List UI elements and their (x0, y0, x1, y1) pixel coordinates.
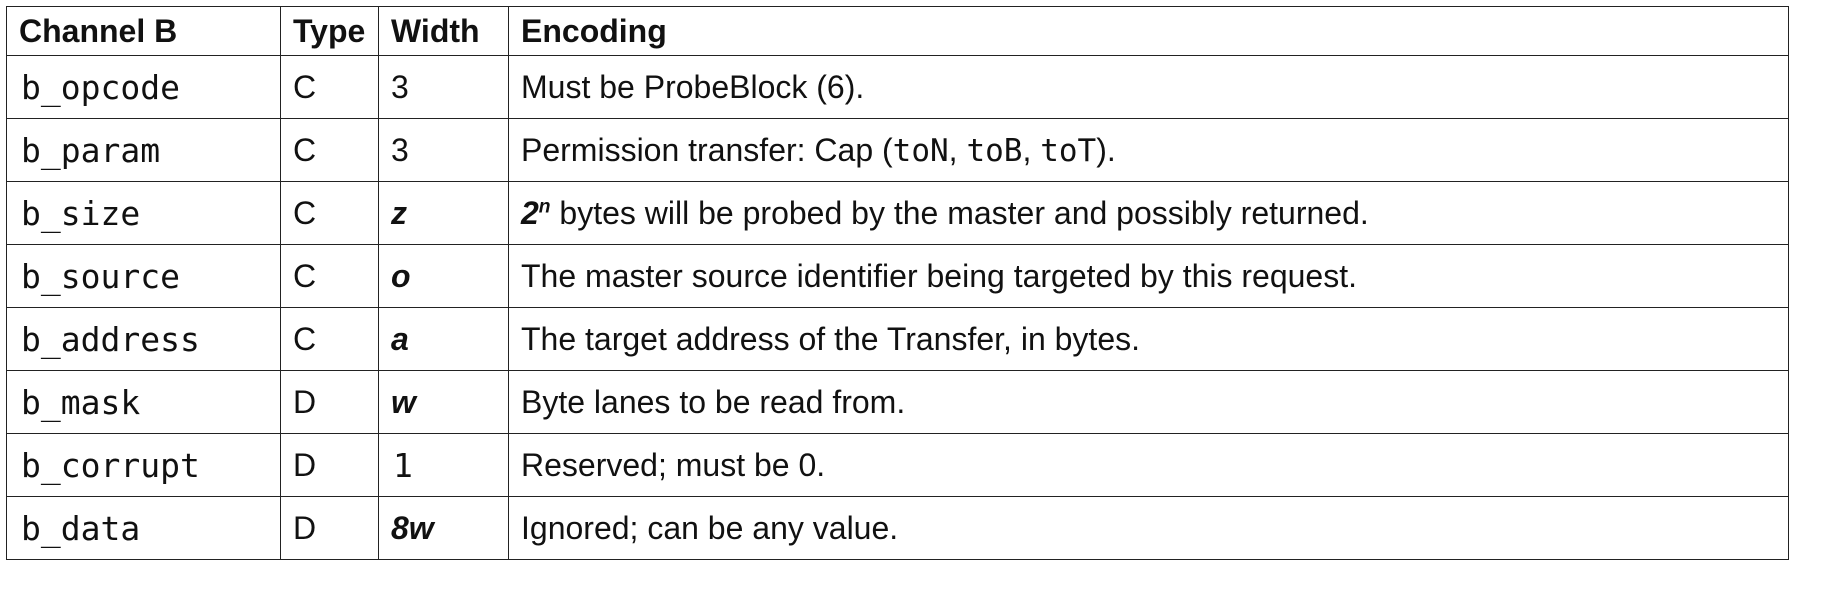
type-cell: D (280, 496, 379, 560)
header-encoding: Encoding (508, 6, 1789, 56)
signal-cell: b_data (6, 496, 281, 560)
encoding-suffix: ). (1096, 131, 1116, 168)
power-exponent: n (538, 195, 551, 217)
signal-cell: b_source (6, 244, 281, 308)
table-row: b_address C a The target address of the … (6, 307, 1789, 371)
encoding-cell: Ignored; can be any value. (508, 496, 1789, 560)
type-cell: C (280, 307, 379, 371)
type-cell: C (280, 181, 379, 245)
width-cell: z (378, 181, 509, 245)
table-row: b_corrupt D 1 Reserved; must be 0. (6, 433, 1789, 497)
table-row: b_opcode C 3 Must be ProbeBlock (6). (6, 55, 1789, 119)
type-cell: D (280, 370, 379, 434)
signal-cell: b_size (6, 181, 281, 245)
header-signal: Channel B (6, 6, 281, 56)
encoding-cell: Must be ProbeBlock (6). (508, 55, 1789, 119)
width-cell: 1 (378, 433, 509, 497)
type-cell: C (280, 244, 379, 308)
encoding-prefix: Permission transfer: Cap ( (521, 131, 893, 168)
signal-cell: b_opcode (6, 55, 281, 119)
code-ton: toN (892, 132, 949, 169)
separator: , (948, 131, 967, 168)
table-row: b_param C 3 Permission transfer: Cap (to… (6, 118, 1789, 182)
header-width: Width (378, 6, 509, 56)
power-base: 2 (521, 194, 539, 231)
channel-b-table: Channel B Type Width Encoding b_opcode C… (6, 6, 1789, 560)
encoding-cell: The target address of the Transfer, in b… (508, 307, 1789, 371)
type-cell: D (280, 433, 379, 497)
width-cell: 3 (378, 118, 509, 182)
header-type: Type (280, 6, 379, 56)
signal-cell: b_mask (6, 370, 281, 434)
encoding-cell: Permission transfer: Cap (toN, toB, toT)… (508, 118, 1789, 182)
signal-cell: b_corrupt (6, 433, 281, 497)
signal-cell: b_param (6, 118, 281, 182)
encoding-cell: 2n bytes will be probed by the master an… (508, 181, 1789, 245)
header-row: Channel B Type Width Encoding (6, 6, 1789, 56)
table-row: b_size C z 2n bytes will be probed by th… (6, 181, 1789, 245)
code-tot: toT (1040, 132, 1097, 169)
width-cell: a (378, 307, 509, 371)
signal-cell: b_address (6, 307, 281, 371)
table-row: b_source C o The master source identifie… (6, 244, 1789, 308)
separator: , (1022, 131, 1041, 168)
table-row: b_data D 8w Ignored; can be any value. (6, 496, 1789, 560)
encoding-rest: bytes will be probed by the master and p… (550, 194, 1369, 231)
width-cell: o (378, 244, 509, 308)
type-cell: C (280, 118, 379, 182)
width-cell: 3 (378, 55, 509, 119)
code-tob: toB (966, 132, 1023, 169)
width-cell: w (378, 370, 509, 434)
encoding-cell: Reserved; must be 0. (508, 433, 1789, 497)
encoding-cell: The master source identifier being targe… (508, 244, 1789, 308)
type-cell: C (280, 55, 379, 119)
table-row: b_mask D w Byte lanes to be read from. (6, 370, 1789, 434)
width-cell: 8w (378, 496, 509, 560)
encoding-cell: Byte lanes to be read from. (508, 370, 1789, 434)
channel-b-table-container: Channel B Type Width Encoding b_opcode C… (6, 6, 1789, 560)
